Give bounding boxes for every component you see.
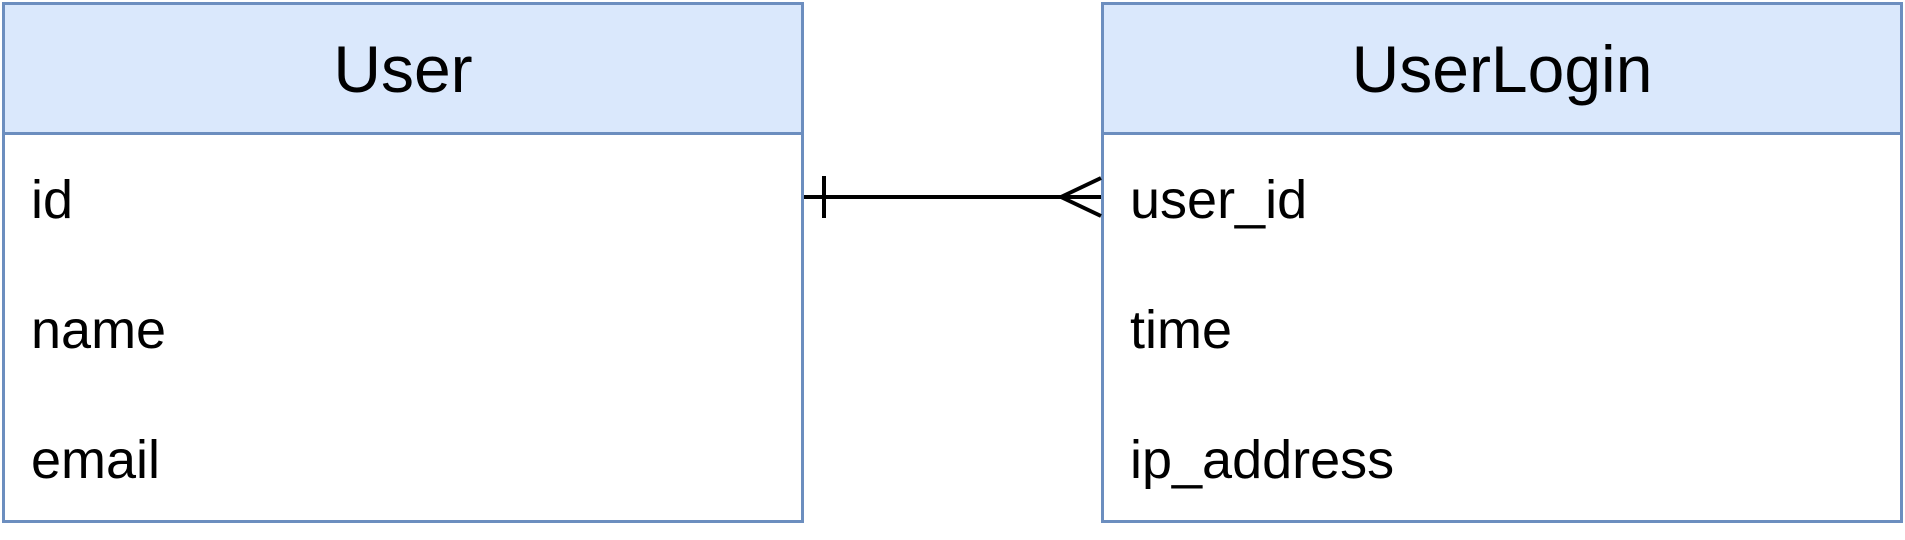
field-ip-address[interactable]: ip_address (1130, 430, 1395, 490)
field-name[interactable]: name (31, 300, 167, 360)
field-time[interactable]: time (1130, 300, 1233, 360)
entity-user[interactable]: User id name email (2, 2, 804, 523)
field-email[interactable]: email (31, 430, 161, 490)
entity-userlogin[interactable]: UserLogin user_id time ip_address (1101, 2, 1903, 523)
entity-title: UserLogin (1104, 5, 1900, 135)
field-id[interactable]: id (31, 170, 74, 230)
cardinality-many-upper (1060, 176, 1102, 199)
entity-title: User (5, 5, 801, 135)
field-user-id[interactable]: user_id (1130, 170, 1308, 230)
cardinality-many-lower (1060, 195, 1102, 218)
